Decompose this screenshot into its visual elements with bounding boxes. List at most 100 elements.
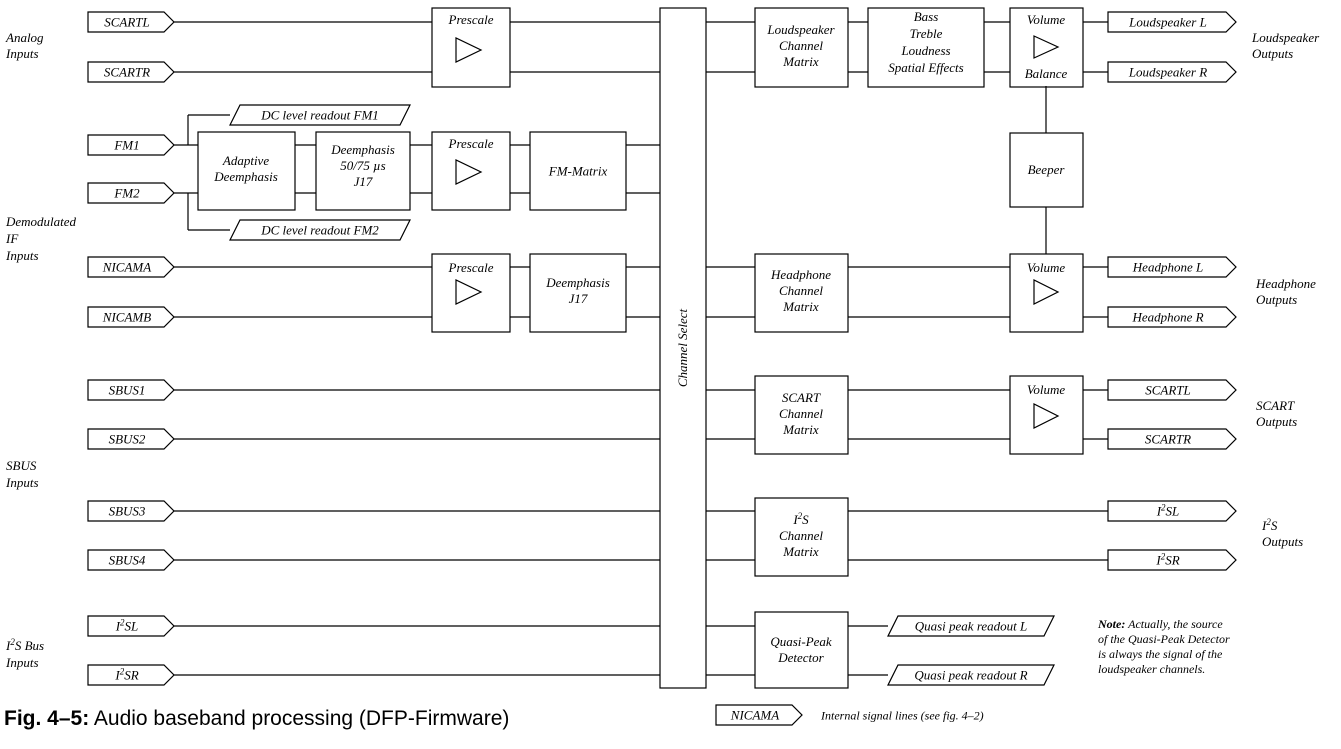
svg-text:J17: J17	[354, 174, 373, 189]
output-label-i2sr: I2SR	[1155, 552, 1179, 568]
readout-tag-qp-l	[887, 615, 1055, 637]
svg-text:I2S Bus: I2S Bus	[5, 637, 44, 653]
scart-matrix-label: SCART Channel Matrix	[779, 390, 823, 437]
svg-text:I2S: I2S	[792, 511, 809, 527]
output-tag-headphone-r	[1107, 306, 1237, 328]
volume-label: Volume	[1027, 260, 1066, 275]
deemphasis-nicam-block	[529, 253, 627, 333]
svg-text:Analog: Analog	[5, 30, 44, 45]
svg-text:Channel: Channel	[779, 38, 823, 53]
svg-text:Deemphasis: Deemphasis	[213, 169, 278, 184]
readout-label-dc-fm2: DC level readout FM2	[260, 223, 379, 238]
deemphasis-fm-block	[315, 131, 411, 211]
amplifier-icon	[1033, 35, 1060, 59]
svg-text:SCART: SCART	[1256, 398, 1295, 413]
svg-text:Matrix: Matrix	[782, 54, 819, 69]
amplifier-icon	[1033, 403, 1060, 429]
input-tag-nicama	[87, 256, 175, 278]
svg-text:50/75 µs: 50/75 µs	[340, 158, 385, 173]
input-tag-i2sl	[87, 615, 175, 637]
output-tag-scartl	[1107, 379, 1237, 401]
readout-tag-qp-r	[887, 664, 1055, 686]
svg-text:Quasi-Peak: Quasi-Peak	[770, 634, 832, 649]
group-label-i2s-outputs: I2S Outputs	[1261, 517, 1303, 549]
amplifier-icon	[455, 37, 483, 63]
svg-text:Loudness: Loudness	[900, 43, 950, 58]
input-tag-sbus2	[87, 428, 175, 450]
i2s-matrix-block	[754, 497, 849, 577]
channel-select-block	[659, 7, 707, 689]
prescale-label: Prescale	[448, 12, 494, 27]
output-tag-i2sl	[1107, 500, 1237, 522]
group-label-i2s-bus-inputs: I2S Bus Inputs	[5, 637, 44, 670]
svg-text:SBUS: SBUS	[6, 458, 37, 473]
svg-text:Outputs: Outputs	[1256, 292, 1297, 307]
svg-text:Outputs: Outputs	[1252, 46, 1293, 61]
svg-text:Adaptive: Adaptive	[222, 153, 269, 168]
beeper-label: Beeper	[1028, 162, 1066, 177]
svg-text:Loudspeaker: Loudspeaker	[766, 22, 835, 37]
readout-label-dc-fm1: DC level readout FM1	[260, 108, 379, 123]
input-label-i2sr: I2SR	[114, 667, 138, 683]
bass-treble-label: Bass Treble Loudness Spatial Effects	[888, 9, 963, 75]
deemphasis-fm-label: Deemphasis 50/75 µs J17	[330, 142, 395, 189]
balance-label: Balance	[1025, 66, 1068, 81]
svg-text:Deemphasis: Deemphasis	[330, 142, 395, 157]
svg-text:Channel: Channel	[779, 528, 823, 543]
svg-text:Inputs: Inputs	[5, 46, 39, 61]
output-tag-i2sr	[1107, 549, 1237, 571]
svg-text:SCART: SCART	[782, 390, 821, 405]
group-label-demodulated-inputs: Demodulated IF Inputs	[5, 214, 77, 263]
group-label-sbus-inputs: SBUS Inputs	[5, 458, 39, 490]
svg-text:Matrix: Matrix	[782, 422, 819, 437]
input-tag-nicamb	[87, 306, 175, 328]
svg-text:Detector: Detector	[777, 650, 824, 665]
svg-text:loudspeaker channels.: loudspeaker channels.	[1098, 662, 1205, 676]
output-label-i2sl: I2SL	[1156, 503, 1180, 519]
volume-label: Volume	[1027, 12, 1066, 27]
svg-text:Inputs: Inputs	[5, 248, 39, 263]
svg-text:Treble: Treble	[910, 26, 943, 41]
adaptive-deemphasis-label: Adaptive Deemphasis	[213, 153, 278, 184]
svg-text:Matrix: Matrix	[782, 299, 819, 314]
output-label-headphone-l: Headphone L	[1132, 260, 1203, 275]
output-tag-loudspeaker-l	[1107, 11, 1237, 33]
input-tag-i2sr	[87, 664, 175, 686]
scart-matrix-block	[754, 375, 849, 455]
svg-text:IF: IF	[5, 231, 19, 246]
svg-text:of the Quasi-Peak Detector: of the Quasi-Peak Detector	[1098, 632, 1230, 646]
readout-tag-dc-fm1	[229, 104, 411, 126]
adaptive-deemphasis-block	[197, 131, 296, 211]
input-label-sbus4: SBUS4	[109, 553, 146, 568]
quasi-peak-block	[754, 611, 849, 689]
prescale-block-nicam	[431, 253, 511, 333]
headphone-matrix-label: Headphone Channel Matrix	[770, 267, 831, 314]
svg-text:Channel: Channel	[779, 283, 823, 298]
fm-matrix-block	[529, 131, 627, 211]
input-tag-sbus4	[87, 549, 175, 571]
loudspeaker-matrix-block	[754, 7, 849, 88]
input-label-fm1: FM1	[113, 138, 139, 153]
svg-text:Spatial Effects: Spatial Effects	[888, 60, 963, 75]
svg-text:Demodulated: Demodulated	[5, 214, 77, 229]
svg-text:Inputs: Inputs	[5, 655, 39, 670]
deemphasis-nicam-label: Deemphasis J17	[545, 275, 610, 306]
svg-text:Note: Actually, the source: Note: Actually, the source	[1097, 617, 1223, 631]
svg-text:Headphone: Headphone	[770, 267, 831, 282]
svg-text:Bass: Bass	[914, 9, 939, 24]
bass-treble-block	[867, 7, 985, 88]
beeper-block	[1009, 132, 1084, 208]
prescale-label: Prescale	[448, 260, 494, 275]
volume-headphone-block	[1009, 253, 1084, 333]
svg-text:J17: J17	[569, 291, 588, 306]
prescale-label: Prescale	[448, 136, 494, 151]
readout-label-qp-l: Quasi peak readout L	[915, 619, 1028, 634]
group-label-loudspeaker-outputs: Loudspeaker Outputs	[1251, 30, 1320, 61]
input-label-nicamb: NICAMB	[102, 310, 151, 325]
input-tag-scartr	[87, 61, 175, 83]
input-tag-fm1	[87, 134, 175, 156]
input-label-nicama: NICAMA	[102, 260, 151, 275]
volume-scart-block	[1009, 375, 1084, 455]
prescale-block-analog	[431, 7, 511, 88]
